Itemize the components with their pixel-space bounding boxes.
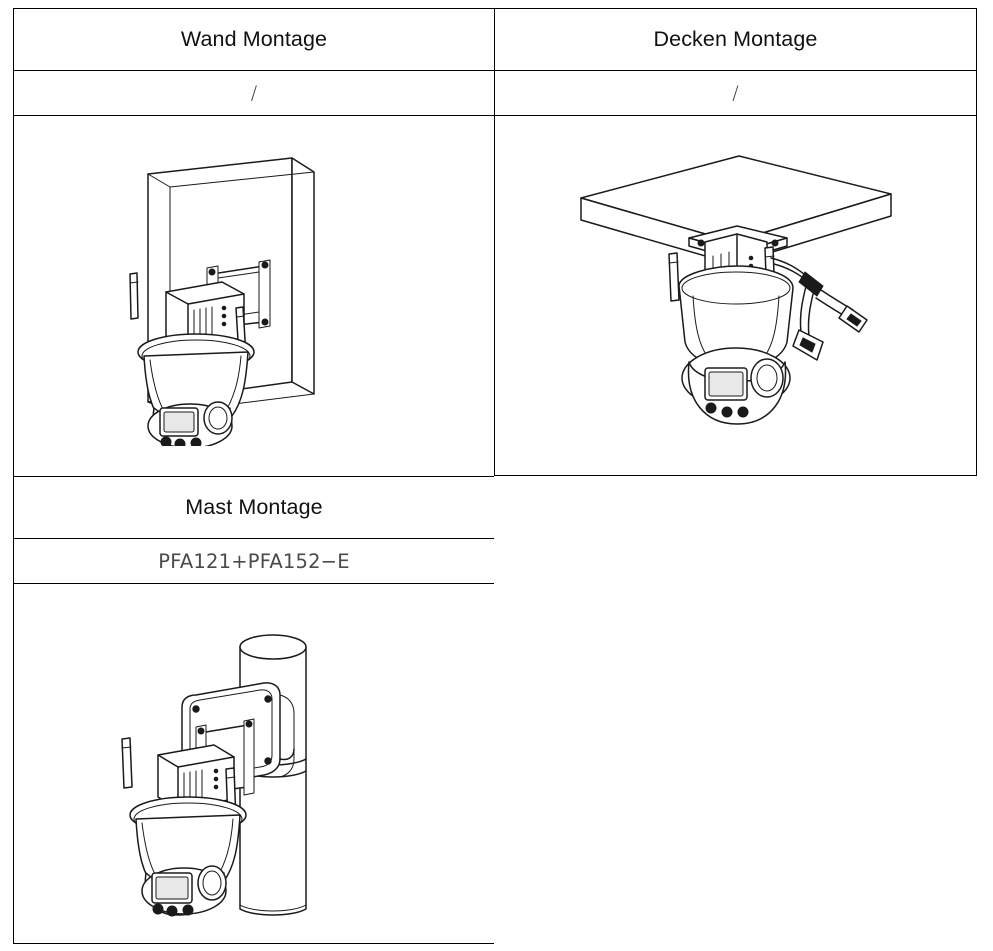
mounting-options-table: Wand Montage Decken Montage / / [13,8,977,944]
mount-title-ceiling: Decken Montage [653,27,818,51]
side-lens [197,864,227,901]
cell-figure-pole-mount [13,583,494,944]
antenna-left [129,272,139,320]
table-row-accessory-2: PFA121+PFA152−E [13,538,977,583]
side-lens [749,357,784,398]
ir-led-array [160,436,202,446]
wall-mount-camera-diagram [129,157,315,446]
cell-title-pole: Mast Montage [13,476,494,538]
cell-accessory-pole: PFA121+PFA152−E [13,538,494,583]
cell-accessory-ceiling: / [494,70,977,115]
cell-figure-ceiling-mount [494,115,977,476]
pole-mount-camera-diagram [121,633,307,916]
camera-head [141,864,227,916]
table-row-titles-1: Wand Montage Decken Montage [13,8,977,70]
cell-empty-bottom-right [494,583,977,944]
mount-accessory-ceiling: / [732,82,739,104]
cell-title-ceiling: Decken Montage [494,8,977,70]
ir-led-array [705,402,748,417]
lens-window [163,411,195,433]
mount-accessory-wall: / [250,82,258,104]
side-lens [203,401,233,435]
table-row-titles-2: Mast Montage [13,476,977,538]
cell-title-wall: Wand Montage [13,8,494,70]
table-row-accessory-1: / / [13,70,977,115]
lens-window [708,371,743,396]
mount-title-wall: Wand Montage [180,27,328,51]
mount-accessory-pole: PFA121+PFA152−E [158,549,350,573]
ir-led-array [152,903,194,916]
rj45-ethernet-connector [791,280,824,361]
antenna-left [121,736,133,789]
table-row-figures-2 [13,583,977,944]
cell-empty-top-right [494,476,977,538]
camera-head [680,346,791,425]
cell-accessory-wall: / [13,70,494,115]
camera-head [147,401,233,446]
cell-empty-mid-right [494,538,977,583]
mount-title-pole: Mast Montage [185,495,323,519]
ptz-dome-body [677,264,794,369]
table-row-figures-1 [13,115,977,476]
antenna-left [667,251,680,302]
lens-window [155,876,189,899]
ceiling-mount-camera-diagram [579,154,892,425]
power-cable-connector [769,256,868,333]
cell-figure-wall-mount [13,115,494,476]
